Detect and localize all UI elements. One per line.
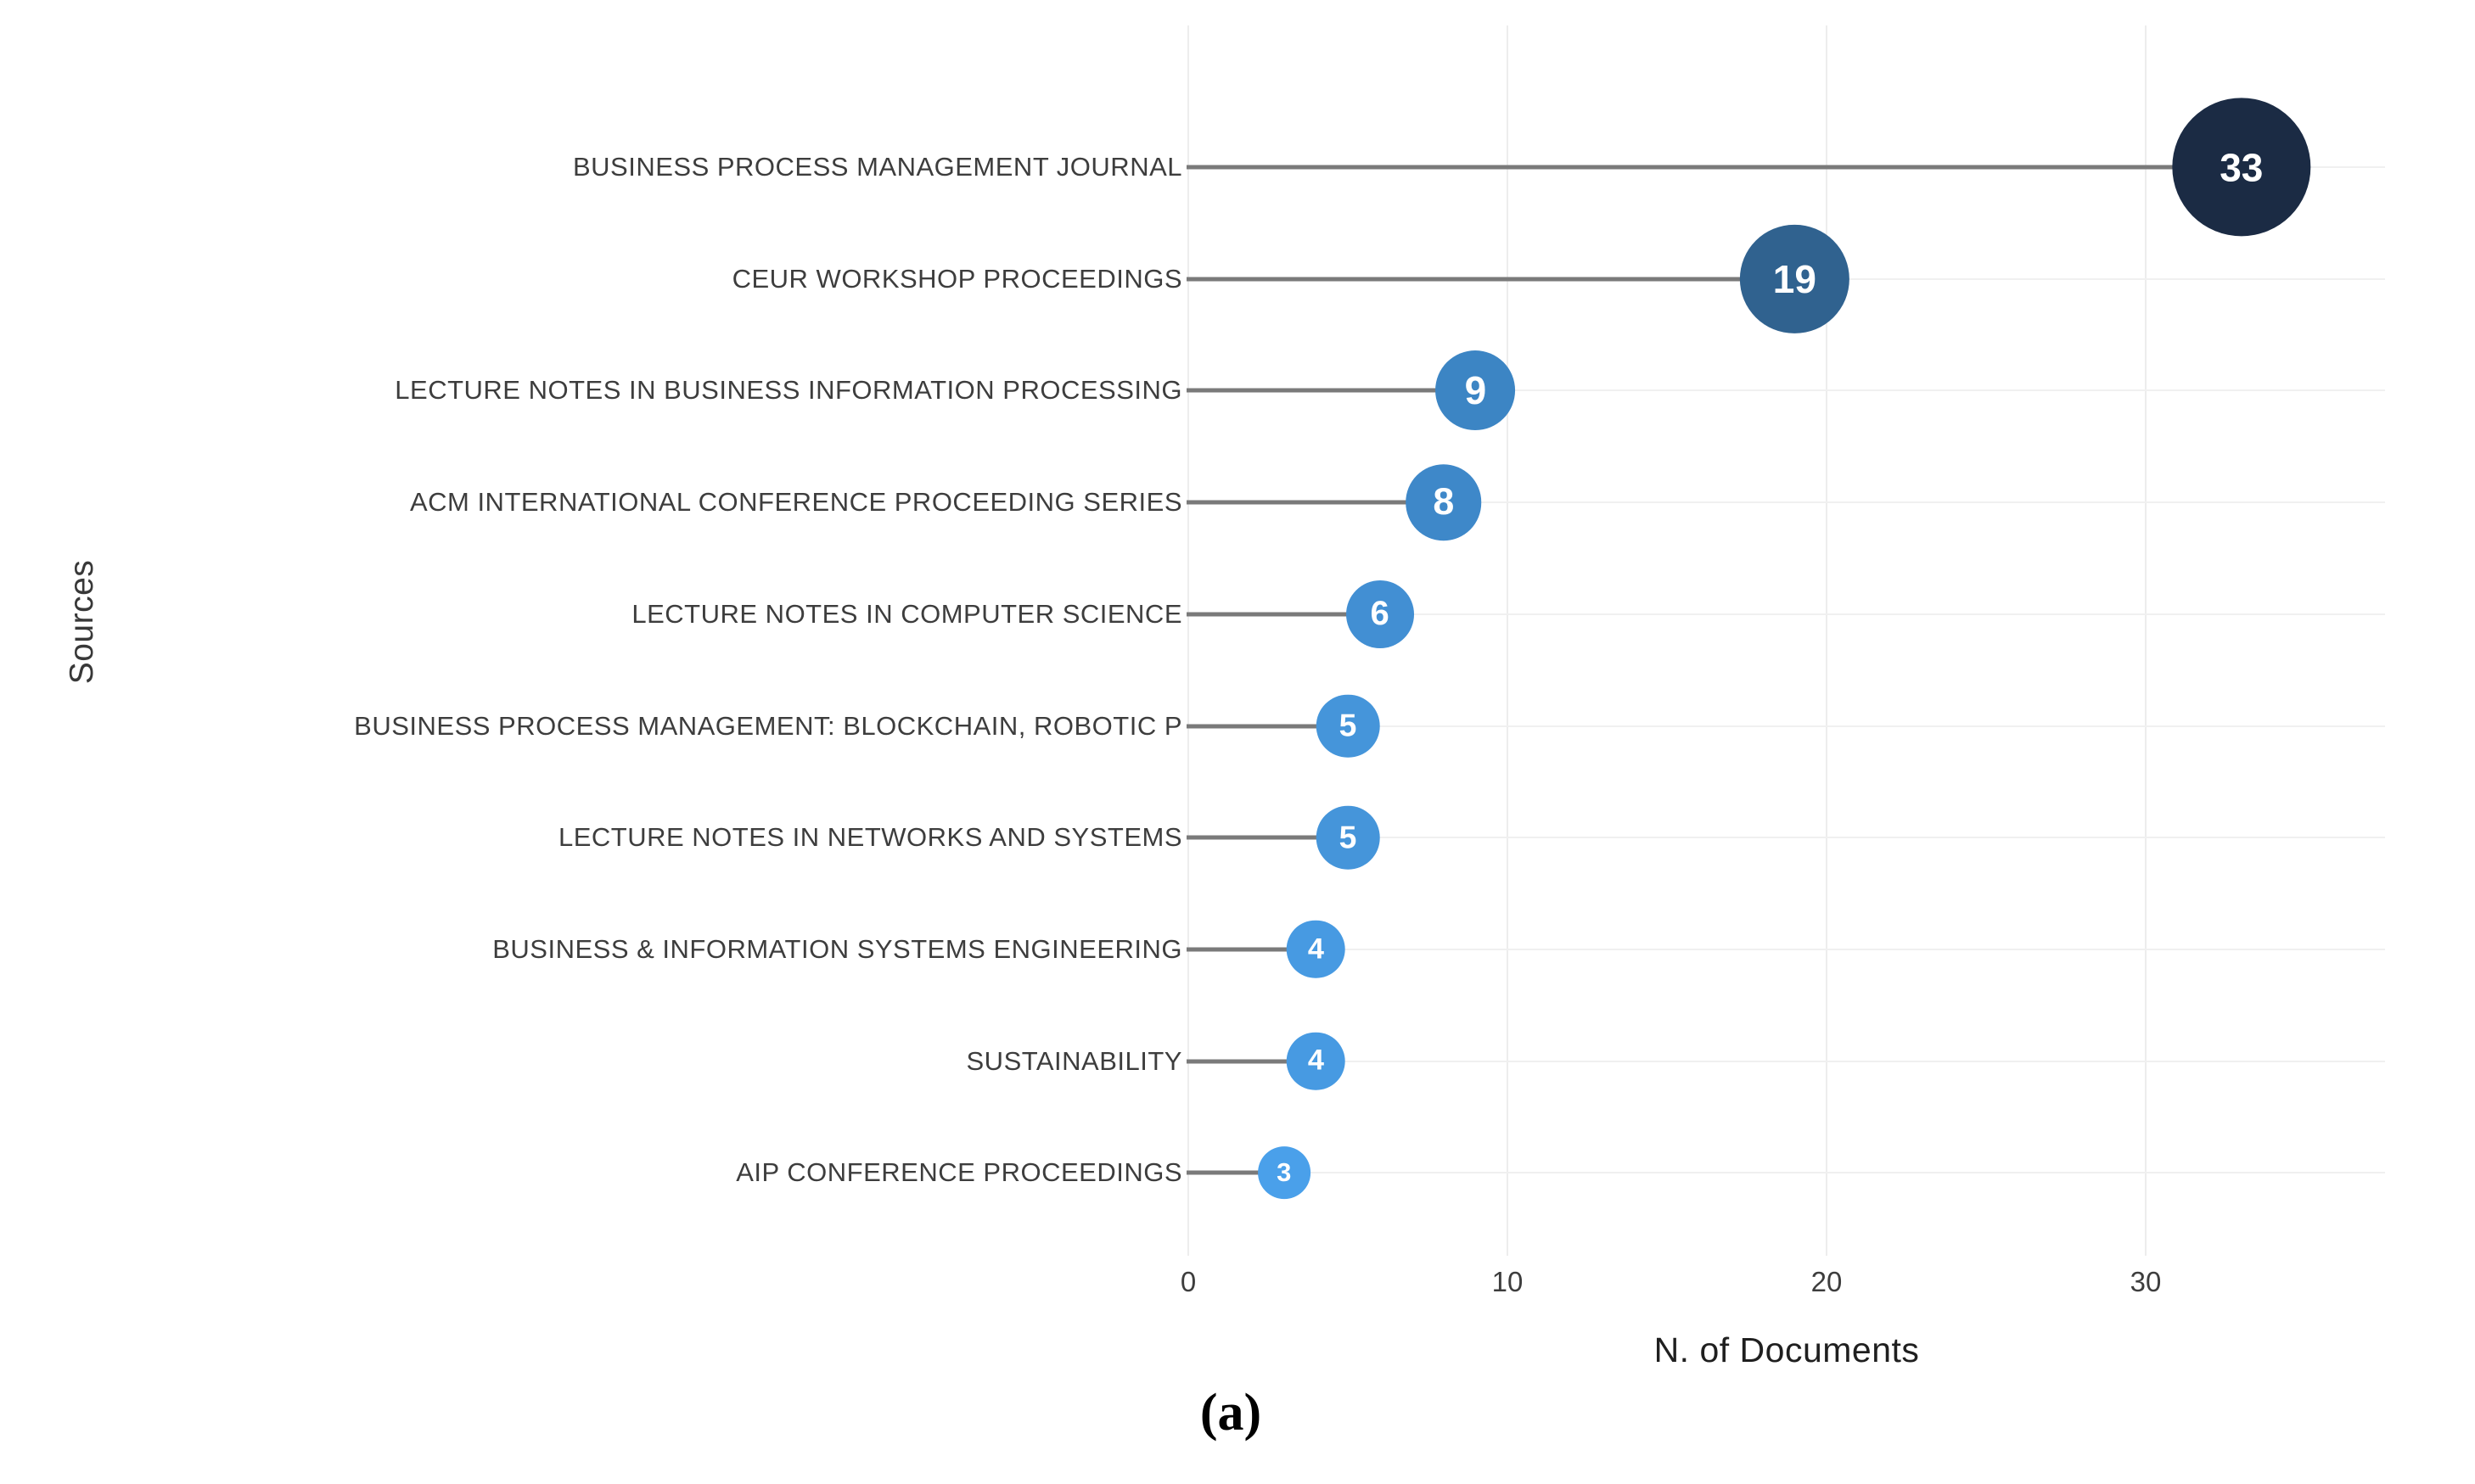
document-count-bubble: 4: [1287, 1032, 1345, 1090]
x-axis-title: N. of Documents: [1653, 1330, 1920, 1369]
document-count-bubble: 8: [1406, 464, 1482, 540]
vertical-gridline: [1187, 25, 1189, 1256]
horizontal-gridline: [1188, 613, 2385, 615]
leader-line: [1187, 388, 1476, 393]
horizontal-gridline: [1188, 1060, 2385, 1062]
document-count-bubble: 9: [1435, 350, 1516, 431]
horizontal-gridline: [1188, 837, 2385, 839]
source-label: BUSINESS & INFORMATION SYSTEMS ENGINEERI…: [492, 933, 1182, 964]
document-count-bubble: 3: [1257, 1146, 1310, 1200]
vertical-gridline: [1826, 25, 1827, 1256]
vertical-gridline: [2145, 25, 2147, 1256]
document-count-bubble: 4: [1287, 920, 1345, 979]
source-label: CEUR WORKSHOP PROCEEDINGS: [732, 263, 1182, 294]
document-count-bubble: 33: [2172, 98, 2311, 237]
y-axis-title: Sources: [64, 559, 100, 685]
x-tick-label: 0: [1180, 1266, 1197, 1297]
source-label: SUSTAINABILITY: [966, 1045, 1182, 1076]
x-tick-label: 20: [1810, 1266, 1843, 1297]
document-count-bubble: 5: [1316, 805, 1380, 870]
source-label: ACM INTERNATIONAL CONFERENCE PROCEEDING …: [409, 487, 1182, 518]
source-label: LECTURE NOTES IN BUSINESS INFORMATION PR…: [395, 375, 1182, 406]
horizontal-gridline: [1188, 501, 2385, 504]
document-count-bubble: 5: [1316, 694, 1380, 758]
document-count-bubble: 6: [1345, 580, 1414, 648]
leader-line: [1187, 612, 1380, 617]
vertical-gridline: [1507, 25, 1508, 1256]
leader-line: [1187, 1170, 1284, 1175]
leader-line: [1187, 835, 1348, 840]
leader-line: [1187, 500, 1444, 505]
document-count-bubble: 19: [1740, 224, 1849, 333]
horizontal-gridline: [1188, 948, 2385, 950]
leader-line: [1187, 947, 1316, 952]
source-label: LECTURE NOTES IN NETWORKS AND SYSTEMS: [558, 822, 1182, 853]
x-tick-label: 10: [1491, 1266, 1524, 1297]
source-label: BUSINESS PROCESS MANAGEMENT JOURNAL: [572, 152, 1182, 182]
subfigure-caption: (a): [1199, 1384, 1262, 1442]
source-label: LECTURE NOTES IN COMPUTER SCIENCE: [631, 598, 1182, 629]
horizontal-gridline: [1188, 389, 2385, 392]
horizontal-gridline: [1188, 725, 2385, 727]
leader-line: [1187, 165, 2242, 170]
x-tick-label: 30: [2130, 1266, 2162, 1297]
horizontal-gridline: [1188, 1172, 2385, 1174]
leader-line: [1187, 277, 1795, 282]
source-label: AIP CONFERENCE PROCEEDINGS: [736, 1157, 1182, 1188]
source-label: BUSINESS PROCESS MANAGEMENT: BLOCKCHAIN,…: [354, 710, 1182, 741]
leader-line: [1187, 1059, 1316, 1064]
leader-line: [1187, 724, 1348, 728]
